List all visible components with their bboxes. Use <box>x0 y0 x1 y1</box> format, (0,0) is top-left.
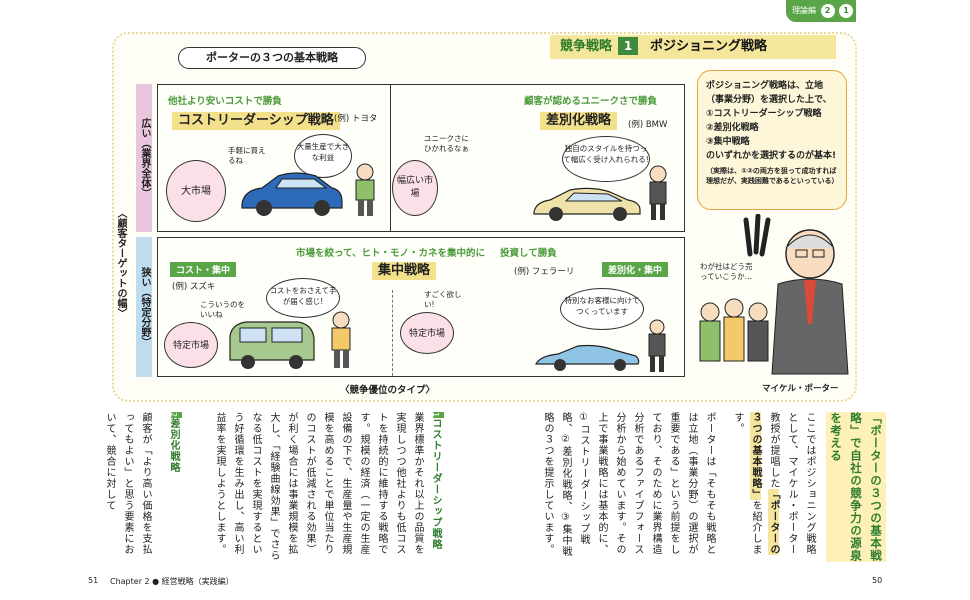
explain-note: （実際は、①②の両方を狙って成功すれば理想だが、実践困難であるといっている） <box>706 167 839 185</box>
specific-market-blob-left: 特定市場 <box>164 322 218 368</box>
diff-focus-note: すごく欲しい! <box>424 290 462 309</box>
businessman-illustration <box>649 165 667 220</box>
section-1-body: 業界標準かそれ以上の品質を実現しつつ他社よりも低コストを持続的に維持する戦略です… <box>214 412 423 561</box>
employees-illustration <box>699 298 769 362</box>
cost-leadership-name: コストリーダーシップ戦略 <box>172 112 340 130</box>
right-page-number: 50 <box>872 576 883 585</box>
section-1-num: 1 <box>431 412 444 419</box>
cost-example: (例) トヨタ <box>334 114 378 124</box>
narrow-label: 狭い（特定分野） <box>139 267 150 347</box>
diff-heading: 顧客が認めるユニークさで勝負 <box>524 96 658 107</box>
diff-example: (例) BMW <box>628 120 668 130</box>
explanation-box: ポジショニング戦略は、立地（事業分野）を選択した上で、 ①コストリーダーシップ戦… <box>697 70 847 210</box>
michael-porter-illustration <box>743 214 849 375</box>
diff-focus-tag: 差別化・集中 <box>602 262 669 277</box>
section-2-num: 2 <box>169 412 182 419</box>
page-header: 競争戦略 1 ポジショニング戦略 <box>550 35 836 59</box>
suzuki-car-illustration <box>229 321 315 369</box>
header-title: ポジショニング戦略 <box>650 39 768 54</box>
p1-text-c: を紹介します。 <box>732 412 761 555</box>
explain-line1: ポジショニング戦略は、立地（事業分野）を選択した上で、 <box>706 81 832 105</box>
businessman-illustration-2 <box>648 319 666 372</box>
toyota-car-illustration <box>241 172 343 216</box>
specific-market-blob-right: 特定市場 <box>400 312 454 354</box>
focus-heading-right: 投資して勝負 <box>500 248 557 259</box>
p1-text-a: ここではポジショニング戦略として、マイケル・ポーター教授が提唱した <box>768 412 815 555</box>
crowd-bubble: わが社はどう売っていこうか… <box>700 262 753 281</box>
left-axis-label: 〈顧客ターゲットの幅〉 <box>115 208 126 318</box>
diff-bubble: 独自のスタイルを持つって幅広く受け入れられる! <box>562 136 650 182</box>
wide-label: 広い（業界全体） <box>139 118 150 198</box>
cost-focus-note: こういうのをいいね <box>200 300 245 319</box>
bmw-car-illustration <box>533 187 641 221</box>
section-tab: 理論編 2 1 <box>786 0 856 22</box>
diagram-title: ポーターの３つの基本戦略 <box>178 47 366 69</box>
body-paragraph-2: ポーターは「そもそも戦略とは立地（事業分野）の選択が重要である」という前提をして… <box>542 412 715 557</box>
porter-label: マイケル・ポーター <box>762 384 839 394</box>
ferrari-example: (例) フェラーリ <box>514 267 575 277</box>
differentiation-name: 差別化戦略 <box>540 112 618 130</box>
explain-item1: ①コストリーダーシップ戦略 <box>706 109 822 119</box>
diff-focus-bubble: 特別なお客様に向けてつくっています <box>560 288 644 330</box>
narrow-bar: 狭い（特定分野） <box>136 237 152 377</box>
section-2-body: 顧客が「より高い価格を支払ってもよい」と思う要素において、競合に対して <box>104 412 151 555</box>
section-1-title-col: 1コストリーダーシップ戦略 <box>388 412 444 564</box>
section-2-title-col: 2差別化戦略 <box>156 412 182 564</box>
explain-item3: ③集中戦略 <box>706 137 750 147</box>
explain-line2: のいずれかを選択するのが基本! <box>706 151 837 161</box>
focus-name: 集中戦略 <box>372 262 437 280</box>
customer-illustration <box>331 311 351 368</box>
bottom-axis-label: 〈競争優位のタイプ〉 <box>340 385 436 396</box>
cost-bubble: 大量生産で大きな利益 <box>294 134 352 178</box>
wide-market-blob: 幅広い市場 <box>392 160 438 216</box>
diff-note: ユニークさにひかれるなぁ <box>424 134 469 153</box>
chapter-label: Chapter 2 ● 経営戦略（実践編） <box>110 577 234 586</box>
ferrari-car-illustration <box>535 344 640 371</box>
header-num: 1 <box>618 37 639 55</box>
body-paragraph-1: ここではポジショニング戦略として、マイケル・ポーター教授が提唱した「ポーターの３… <box>722 412 818 564</box>
cost-focus-tag: コスト・集中 <box>170 262 237 277</box>
cost-note: 手軽に買えるね <box>228 146 266 165</box>
cost-heading: 他社より安いコストで勝負 <box>168 96 282 107</box>
big-market-blob: 大市場 <box>166 160 226 222</box>
left-page-number: 51 <box>88 576 99 585</box>
section-1-title: コストリーダーシップ戦略 <box>430 418 441 551</box>
focus-heading-left: 市場を絞って、ヒト・モノ・カネを集中的に <box>296 248 486 259</box>
cost-focus-bubble: コストをおさえて手が届く感じ! <box>266 278 340 318</box>
suzuki-example: (例) スズキ <box>172 282 216 292</box>
dashed-divider <box>392 290 393 376</box>
explain-item2: ②差別化戦略 <box>706 123 759 133</box>
worker-illustration <box>355 163 375 216</box>
body-heading: 「ポーターの３つの基本戦略」で自社の競争力の源泉を考える <box>826 412 886 562</box>
header-tag: 競争戦略 <box>560 39 613 54</box>
section-2-title: 差別化戦略 <box>168 418 179 474</box>
box-divider <box>390 84 391 232</box>
wide-bar: 広い（業界全体） <box>136 84 152 232</box>
